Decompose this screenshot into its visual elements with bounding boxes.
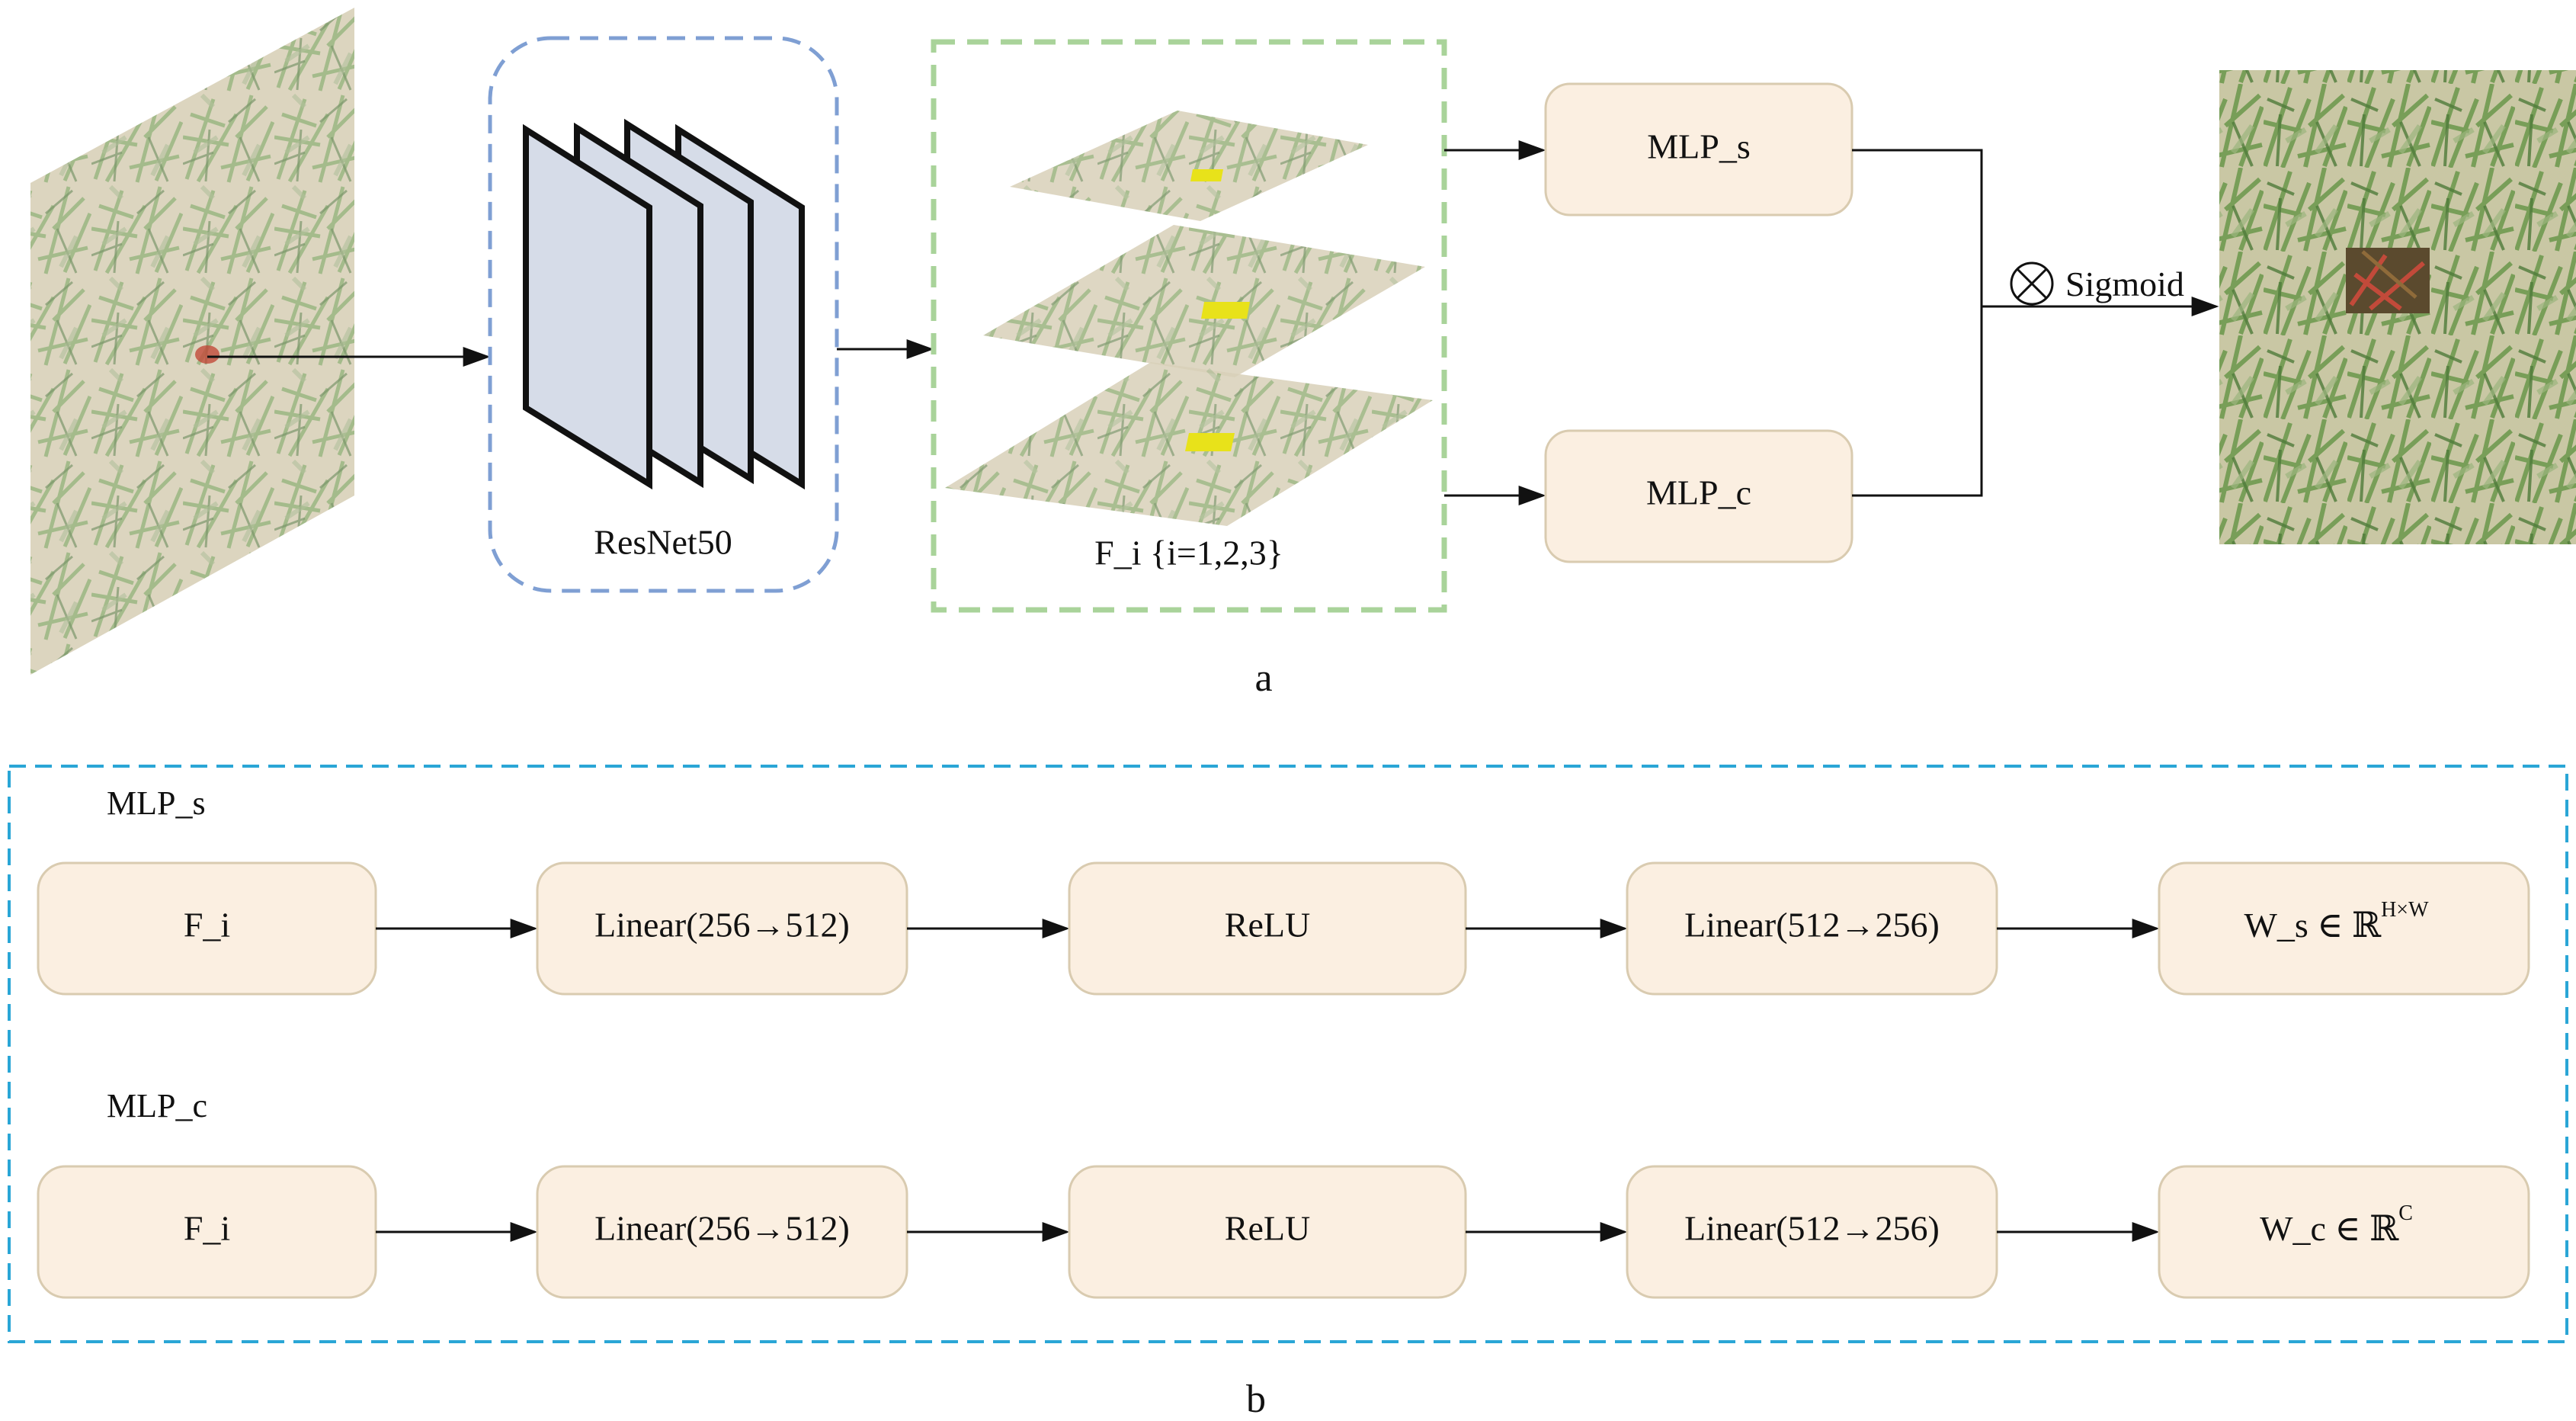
mlp-step-label: ReLU bbox=[1225, 906, 1310, 945]
mlp-step-label: F_i bbox=[184, 906, 230, 945]
backbone-frame bbox=[488, 36, 839, 593]
mlp-step-box bbox=[2158, 1165, 2530, 1299]
fusion-op-label: Sigmoid bbox=[2065, 265, 2184, 303]
mlp-output-main: W_s ∈ ℝ bbox=[2244, 906, 2381, 945]
output-focus-region bbox=[2346, 248, 2430, 313]
feature-map-3 bbox=[945, 362, 1433, 526]
mlp-output-label: W_s ∈ ℝH×W bbox=[2244, 898, 2429, 944]
feature-map-2-highlight bbox=[1201, 302, 1250, 319]
feature-map-3-highlight bbox=[1185, 433, 1235, 451]
mlp-output-superscript: H×W bbox=[2381, 898, 2429, 922]
merge-line-c bbox=[1852, 306, 1983, 497]
feature-map-1 bbox=[1010, 111, 1368, 221]
mlp-c-label: MLP_c bbox=[1646, 473, 1751, 512]
mlp-output-main: W_c ∈ ℝ bbox=[2260, 1209, 2399, 1248]
feature-map-2 bbox=[983, 225, 1425, 377]
mlp-step-label: Linear(256→512) bbox=[594, 1209, 850, 1248]
mlp-step-label: Linear(256→512) bbox=[594, 906, 850, 945]
mlp-detail-title: MLP_c bbox=[107, 1087, 207, 1124]
mlp-detail-title: MLP_s bbox=[107, 784, 206, 822]
backbone-label: ResNet50 bbox=[594, 523, 732, 562]
mlp-step-box bbox=[2158, 861, 2530, 996]
mlp-step-label: Linear(512→256) bbox=[1684, 906, 1940, 945]
features-frame bbox=[931, 39, 1447, 613]
panel-b-frame bbox=[8, 765, 2568, 1343]
lesion-marker bbox=[195, 345, 219, 364]
feature-map-1-highlight bbox=[1190, 169, 1223, 181]
mlp-step-label: ReLU bbox=[1225, 1209, 1310, 1248]
features-label: F_i {i=1,2,3} bbox=[1094, 534, 1283, 573]
input-image bbox=[30, 8, 354, 675]
output-image bbox=[2219, 70, 2576, 544]
multiply-icon bbox=[2010, 261, 2054, 306]
mlp-detail-row: MLP_cF_i Linear(256→512) ReLU Linear(512→25… bbox=[37, 1087, 2530, 1299]
mlp-s-label: MLP_s bbox=[1647, 127, 1750, 166]
mlp-step-label: F_i bbox=[184, 1209, 230, 1248]
backbone-layers bbox=[523, 118, 805, 490]
backbone-layer-1 bbox=[523, 123, 652, 490]
mlp-step-label: Linear(512→256) bbox=[1684, 1209, 1940, 1248]
panel-b-caption: b bbox=[1246, 1378, 1266, 1421]
mlp-output-label: W_c ∈ ℝC bbox=[2260, 1201, 2413, 1247]
mlp-output-superscript: C bbox=[2398, 1201, 2413, 1225]
panel-a-caption: a bbox=[1254, 656, 1272, 700]
merge-line-s bbox=[1852, 149, 1983, 306]
mlp-detail-row: MLP_sF_i Linear(256→512) ReLU Linear(512→25… bbox=[37, 784, 2530, 996]
